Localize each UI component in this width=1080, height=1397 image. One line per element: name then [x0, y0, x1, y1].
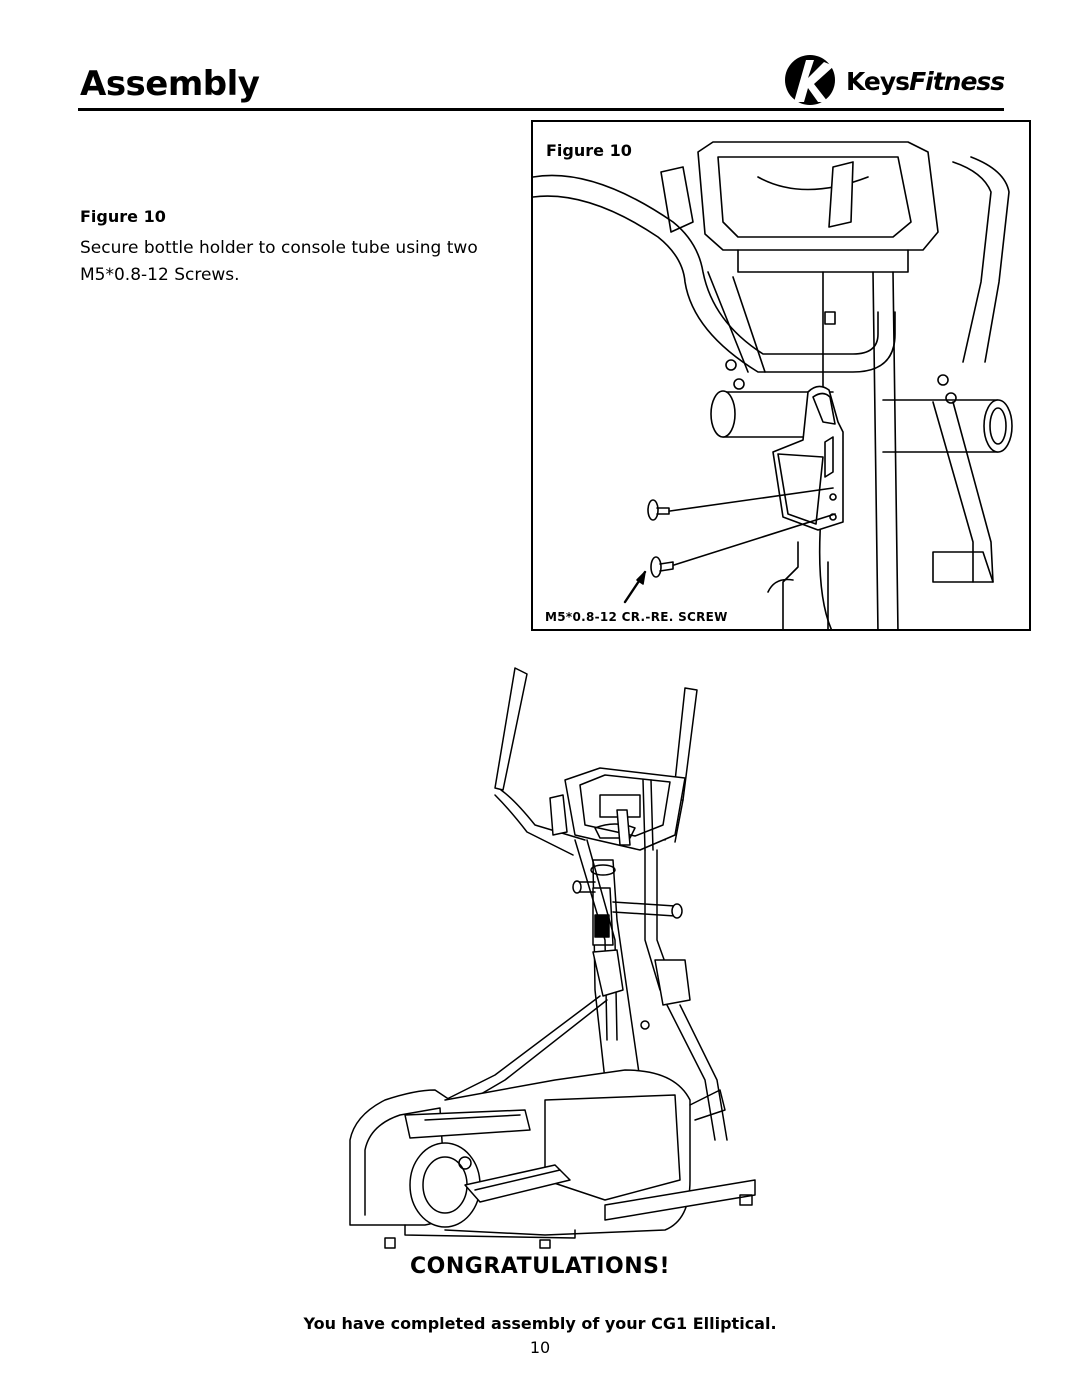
logo-k-mark — [794, 60, 834, 102]
figure-label: Figure 10 — [546, 141, 632, 160]
header-rule — [78, 108, 1004, 111]
figure-10-box — [531, 120, 1031, 631]
instruction-figure-label: Figure 10 — [80, 207, 166, 226]
page-number: 10 — [529, 1338, 551, 1357]
brand-keys: Keys — [846, 67, 910, 96]
elliptical-machine-illustration — [349, 667, 756, 1249]
figure-10-drawing — [533, 141, 1013, 629]
instruction-text: Secure bottle holder to console tube usi… — [80, 238, 478, 285]
brand-logo — [785, 55, 835, 105]
completion-message: You have completed assembly of your CG1 … — [303, 1314, 777, 1333]
screw-callout-label: M5*0.8-12 CR.-RE. SCREW — [545, 610, 728, 624]
brand-wordmark: KeysFitness — [846, 67, 1005, 96]
brand-fitness: Fitness — [909, 67, 1005, 96]
screw-upper — [647, 499, 670, 521]
screw-lower — [650, 556, 674, 578]
page-title: Assembly — [80, 64, 260, 104]
congratulations-heading: CONGRATULATIONS! — [410, 1254, 670, 1279]
